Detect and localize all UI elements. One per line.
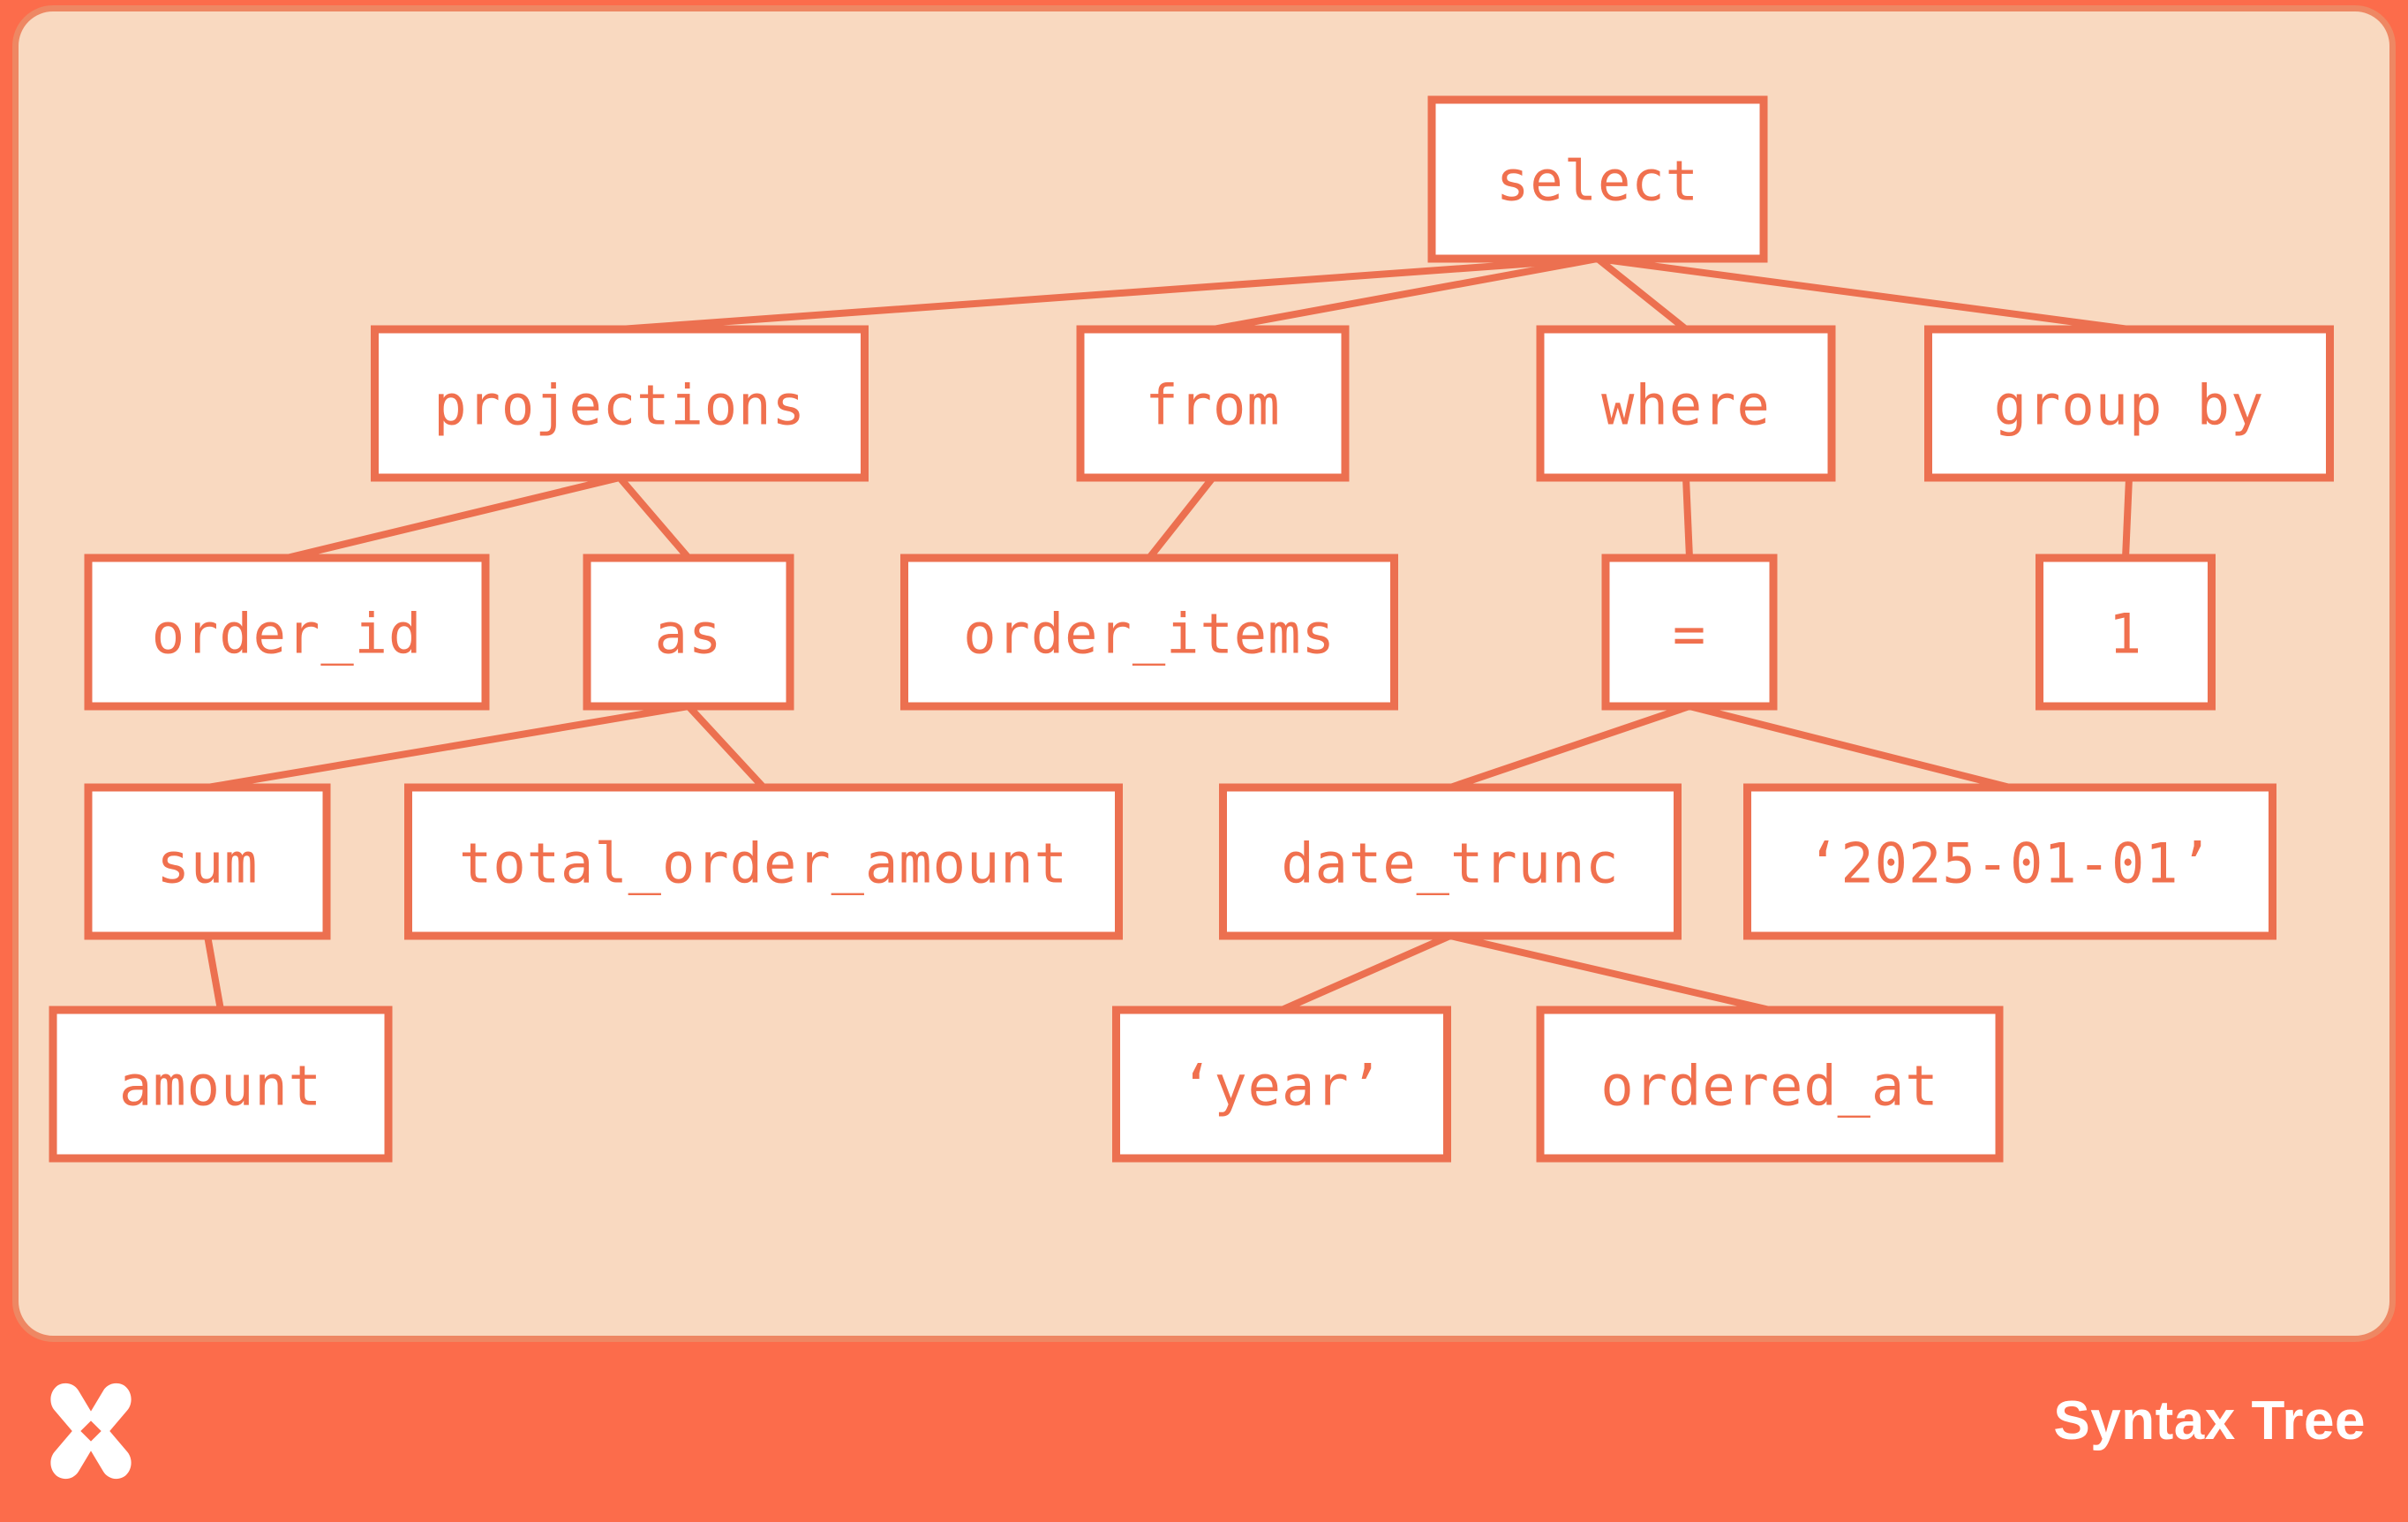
tree-node-where[interactable]: where: [1536, 325, 1836, 482]
node-box: [371, 325, 869, 482]
node-box: [84, 554, 490, 711]
node-label: where: [1601, 373, 1771, 438]
node-box: [1601, 554, 1778, 711]
node-box: [1743, 783, 2276, 940]
tree-edge: [207, 703, 689, 791]
tree-node-total_order_amount[interactable]: total_order_amount: [404, 783, 1123, 940]
node-box: [49, 1006, 393, 1163]
node-label: projections: [433, 373, 806, 438]
tree-node-sum[interactable]: sum: [84, 783, 331, 940]
node-label: order_items: [963, 602, 1336, 667]
syntax-tree-diagram: select projections from where group by order_…: [49, 95, 2334, 1163]
node-box: [1924, 325, 2334, 482]
tree-node-as[interactable]: as: [583, 554, 794, 711]
tree-edge: [619, 255, 1599, 333]
node-label: select: [1496, 149, 1699, 214]
node-box: [1219, 783, 1682, 940]
node-label: amount: [119, 1054, 322, 1119]
node-label: sum: [157, 832, 259, 896]
node-box: [583, 554, 794, 711]
tree-node-select[interactable]: select: [1427, 95, 1768, 263]
node-label: ‘2025-01-01’: [1807, 832, 2213, 896]
footer-bar: Syntax Tree: [0, 1345, 2408, 1522]
node-label: ordered_at: [1600, 1054, 1938, 1119]
tree-node-date_trunc[interactable]: date_trunc: [1219, 783, 1682, 940]
tree-edge: [1449, 932, 1771, 1013]
tree-node-eq[interactable]: =: [1601, 554, 1778, 711]
node-label: as: [655, 602, 723, 667]
node-box: [1427, 95, 1768, 263]
tree-edge: [1146, 475, 1216, 561]
tree-edge: [686, 704, 766, 790]
tree-node-order_id[interactable]: order_id: [84, 554, 490, 711]
tree-node-date_literal[interactable]: ‘2025-01-01’: [1743, 783, 2276, 940]
node-box: [1112, 1006, 1451, 1163]
tree-edge: [1689, 703, 2011, 791]
node-box: [2036, 554, 2216, 711]
tree-node-order_items[interactable]: order_items: [900, 554, 1398, 711]
node-box: [404, 783, 1123, 940]
tree-node-ordered_at[interactable]: ordered_at: [1536, 1006, 2004, 1163]
node-label: group by: [1994, 373, 2265, 438]
node-layer: select projections from where group by order_…: [49, 95, 2334, 1163]
tree-node-from[interactable]: from: [1076, 325, 1350, 482]
node-label: 1: [2109, 602, 2142, 667]
tree-edge: [1682, 477, 1693, 559]
tree-node-amount[interactable]: amount: [49, 1006, 393, 1163]
tree-edge: [204, 935, 224, 1011]
tree-edge: [1212, 255, 1599, 333]
node-box: [1076, 325, 1350, 482]
tree-edge: [1595, 255, 1689, 333]
tree-edge: [286, 474, 621, 561]
node-box: [1536, 1006, 2004, 1163]
edge-layer: [204, 255, 2133, 1013]
node-label: date_trunc: [1281, 832, 1619, 896]
node-label: order_id: [152, 602, 423, 667]
tree-edge: [2122, 477, 2133, 559]
tree-edge: [1280, 932, 1452, 1013]
node-box: [84, 783, 331, 940]
node-label: total_order_amount: [459, 832, 1068, 896]
tree-edge: [616, 475, 692, 561]
tree-node-group_by[interactable]: group by: [1924, 325, 2334, 482]
tree-node-projections[interactable]: projections: [371, 325, 869, 482]
x-mark-logo-icon: [50, 1383, 132, 1480]
tree-node-one[interactable]: 1: [2036, 554, 2216, 711]
tree-edge: [1597, 255, 2130, 333]
tree-node-year_literal[interactable]: ‘year’: [1112, 1006, 1451, 1163]
node-box: [1536, 325, 1836, 482]
node-label: =: [1673, 602, 1706, 667]
node-label: ‘year’: [1180, 1054, 1383, 1119]
tree-edge: [1449, 703, 1691, 791]
footer-title: Syntax Tree: [2053, 1390, 2366, 1451]
node-box: [900, 554, 1398, 711]
node-label: from: [1145, 373, 1280, 438]
